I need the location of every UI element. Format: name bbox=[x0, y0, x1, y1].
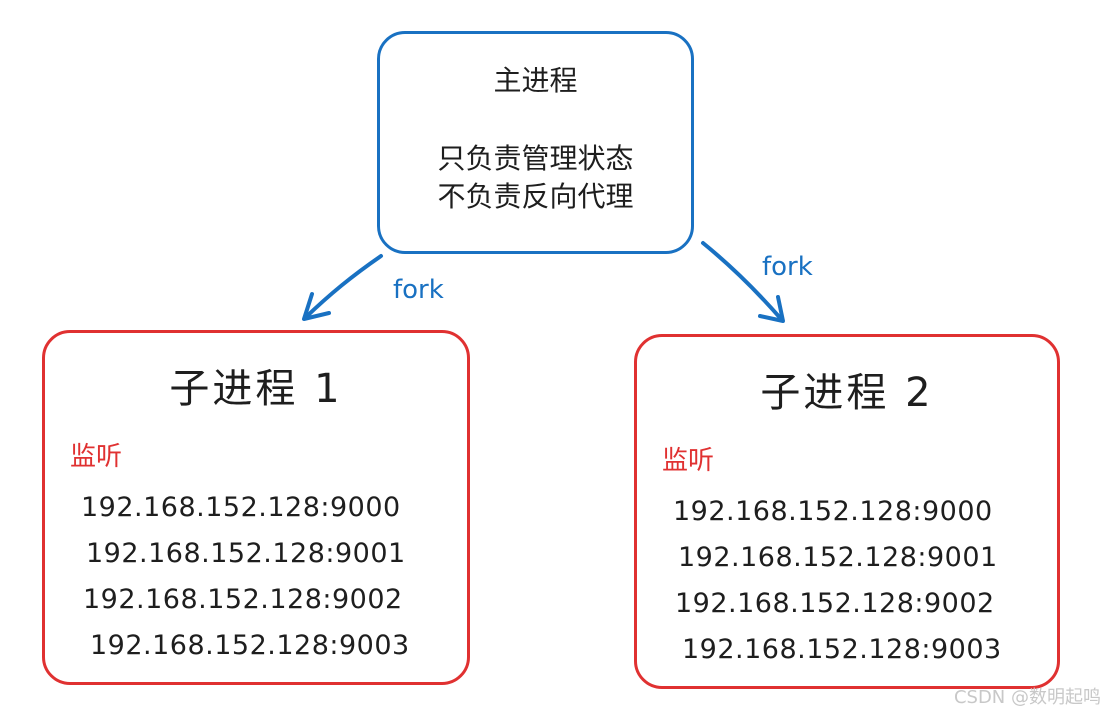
fork-label-right: fork bbox=[762, 252, 813, 282]
child-process-2-address-list: 192.168.152.128:9000 192.168.152.128:900… bbox=[673, 489, 1002, 673]
master-process-box: 主进程 只负责管理状态 不负责反向代理 bbox=[377, 31, 694, 254]
listen-address: 192.168.152.128:9002 bbox=[83, 584, 403, 615]
listen-address: 192.168.152.128:9001 bbox=[86, 538, 406, 569]
listen-address: 192.168.152.128:9002 bbox=[675, 588, 995, 619]
child-process-1-title: 子进程 1 bbox=[169, 366, 343, 412]
master-process-description: 只负责管理状态 不负责反向代理 bbox=[380, 140, 691, 216]
listen-address: 192.168.152.128:9003 bbox=[682, 634, 1002, 665]
listen-address: 192.168.152.128:9000 bbox=[673, 496, 993, 527]
fork-label-left: fork bbox=[393, 275, 444, 305]
master-desc-line-1: 只负责管理状态 bbox=[437, 142, 634, 175]
listen-address: 192.168.152.128:9001 bbox=[678, 542, 998, 573]
child-process-1-address-list: 192.168.152.128:9000 192.168.152.128:900… bbox=[81, 485, 410, 669]
fork-arrow-right-head bbox=[758, 295, 785, 323]
child-process-2-listen-label: 监听 bbox=[662, 446, 715, 476]
master-process-title: 主进程 bbox=[493, 64, 578, 97]
child-process-1-box: 子进程 1 监听 192.168.152.128:9000 192.168.15… bbox=[42, 330, 470, 685]
master-desc-line-2: 不负责反向代理 bbox=[437, 180, 634, 213]
fork-arrow-left-head bbox=[302, 292, 331, 321]
fork-arrow-left bbox=[303, 254, 383, 320]
listen-address: 192.168.152.128:9000 bbox=[81, 492, 401, 523]
child-process-2-title: 子进程 2 bbox=[760, 370, 934, 416]
watermark: CSDN @数明起鸣 bbox=[953, 687, 1101, 708]
child-process-1-listen-label: 监听 bbox=[70, 442, 123, 472]
listen-address: 192.168.152.128:9003 bbox=[90, 630, 410, 661]
fork-arrow-right bbox=[701, 241, 784, 322]
child-process-2-box: 子进程 2 监听 192.168.152.128:9000 192.168.15… bbox=[634, 334, 1060, 689]
